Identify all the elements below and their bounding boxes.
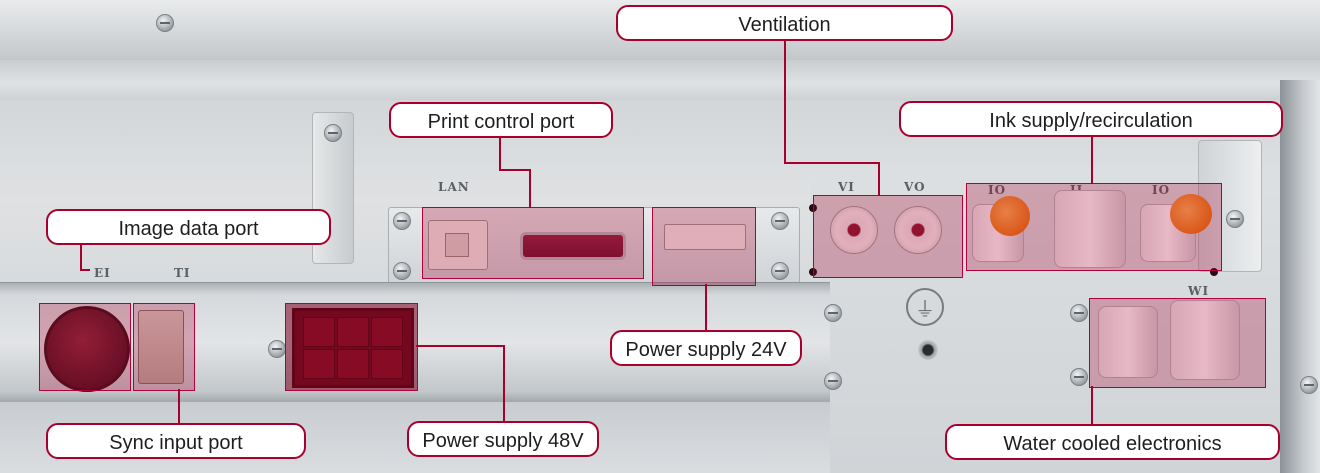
ventilation-leader bbox=[784, 41, 786, 163]
ei-engraving: EI bbox=[94, 266, 111, 280]
screw-icon bbox=[771, 262, 789, 280]
io2-engraving: IO bbox=[1152, 183, 1171, 197]
sync-input-port-label: Sync input port bbox=[46, 423, 306, 459]
power-supply-48v-label: Power supply 48V bbox=[407, 421, 599, 457]
screw-icon bbox=[393, 212, 411, 230]
right-bracket bbox=[1198, 140, 1262, 272]
screw-icon bbox=[393, 262, 411, 280]
ti-engraving: TI bbox=[174, 266, 191, 280]
print-control-leader bbox=[499, 169, 531, 171]
print-control-leader bbox=[529, 169, 531, 208]
vo-engraving: VO bbox=[904, 180, 926, 194]
ventilation-leader bbox=[878, 162, 880, 196]
image-data-leader bbox=[80, 244, 82, 270]
print-control-highlight bbox=[422, 207, 644, 279]
water-cooled-highlight bbox=[1089, 298, 1266, 388]
screw-icon bbox=[268, 340, 286, 358]
dsub-connector bbox=[520, 232, 626, 260]
lan-engraving: LAN bbox=[438, 180, 470, 194]
screw-icon bbox=[771, 212, 789, 230]
screw-icon bbox=[1300, 376, 1318, 394]
sync-rj45-connector bbox=[138, 310, 184, 384]
water-fitting-right bbox=[1170, 300, 1240, 380]
ground-icon bbox=[906, 288, 944, 326]
water-cooled-electronics-label: Water cooled electronics bbox=[945, 424, 1280, 460]
vi-engraving: VI bbox=[838, 180, 855, 194]
upper-rail bbox=[0, 60, 1320, 100]
screw-icon bbox=[324, 124, 342, 142]
power-supply-24v-label: Power supply 24V bbox=[610, 330, 802, 366]
screw-icon bbox=[824, 372, 842, 390]
wi-engraving: WI bbox=[1188, 284, 1210, 298]
screw-icon bbox=[1070, 368, 1088, 386]
image-data-port-label: Image data port bbox=[46, 209, 331, 245]
print-control-leader bbox=[499, 138, 501, 170]
power-48v-leader bbox=[416, 345, 505, 347]
image-data-connector bbox=[44, 306, 130, 392]
power-24v-highlight bbox=[652, 207, 756, 286]
ink-cap-left bbox=[990, 196, 1030, 236]
io-engraving: IO bbox=[988, 183, 1007, 197]
water-cooled-leader bbox=[1091, 386, 1093, 424]
print-control-port-label: Print control port bbox=[389, 102, 613, 138]
ventilation-leader bbox=[784, 162, 880, 164]
ink-supply-highlight bbox=[966, 183, 1222, 271]
sync-input-leader bbox=[178, 389, 180, 423]
vent-out-fitting bbox=[894, 206, 942, 254]
water-fitting-left bbox=[1098, 306, 1158, 378]
sync-input-highlight bbox=[133, 303, 195, 391]
right-edge-frame bbox=[1280, 80, 1320, 473]
ink-fitting-center bbox=[1054, 190, 1126, 268]
lan-port bbox=[428, 220, 488, 270]
screw-icon bbox=[824, 304, 842, 322]
marker-dot bbox=[1210, 268, 1218, 276]
ventilation-highlight bbox=[813, 195, 963, 278]
image-data-highlight bbox=[39, 303, 131, 391]
mount-hole bbox=[918, 340, 938, 360]
vent-in-fitting bbox=[830, 206, 878, 254]
screw-icon bbox=[156, 14, 174, 32]
power-48v-highlight bbox=[285, 303, 418, 391]
image-data-leader bbox=[80, 269, 90, 271]
power-24v-leader bbox=[705, 284, 707, 330]
screw-icon bbox=[1070, 304, 1088, 322]
screw-icon bbox=[1226, 210, 1244, 228]
power-24v-connector bbox=[664, 224, 746, 250]
power-48v-leader bbox=[503, 345, 505, 423]
ink-supply-label: Ink supply/recirculation bbox=[899, 101, 1283, 137]
ink-cap-right bbox=[1170, 194, 1212, 234]
ventilation-label: Ventilation bbox=[616, 5, 953, 41]
ink-supply-leader bbox=[1091, 137, 1093, 184]
